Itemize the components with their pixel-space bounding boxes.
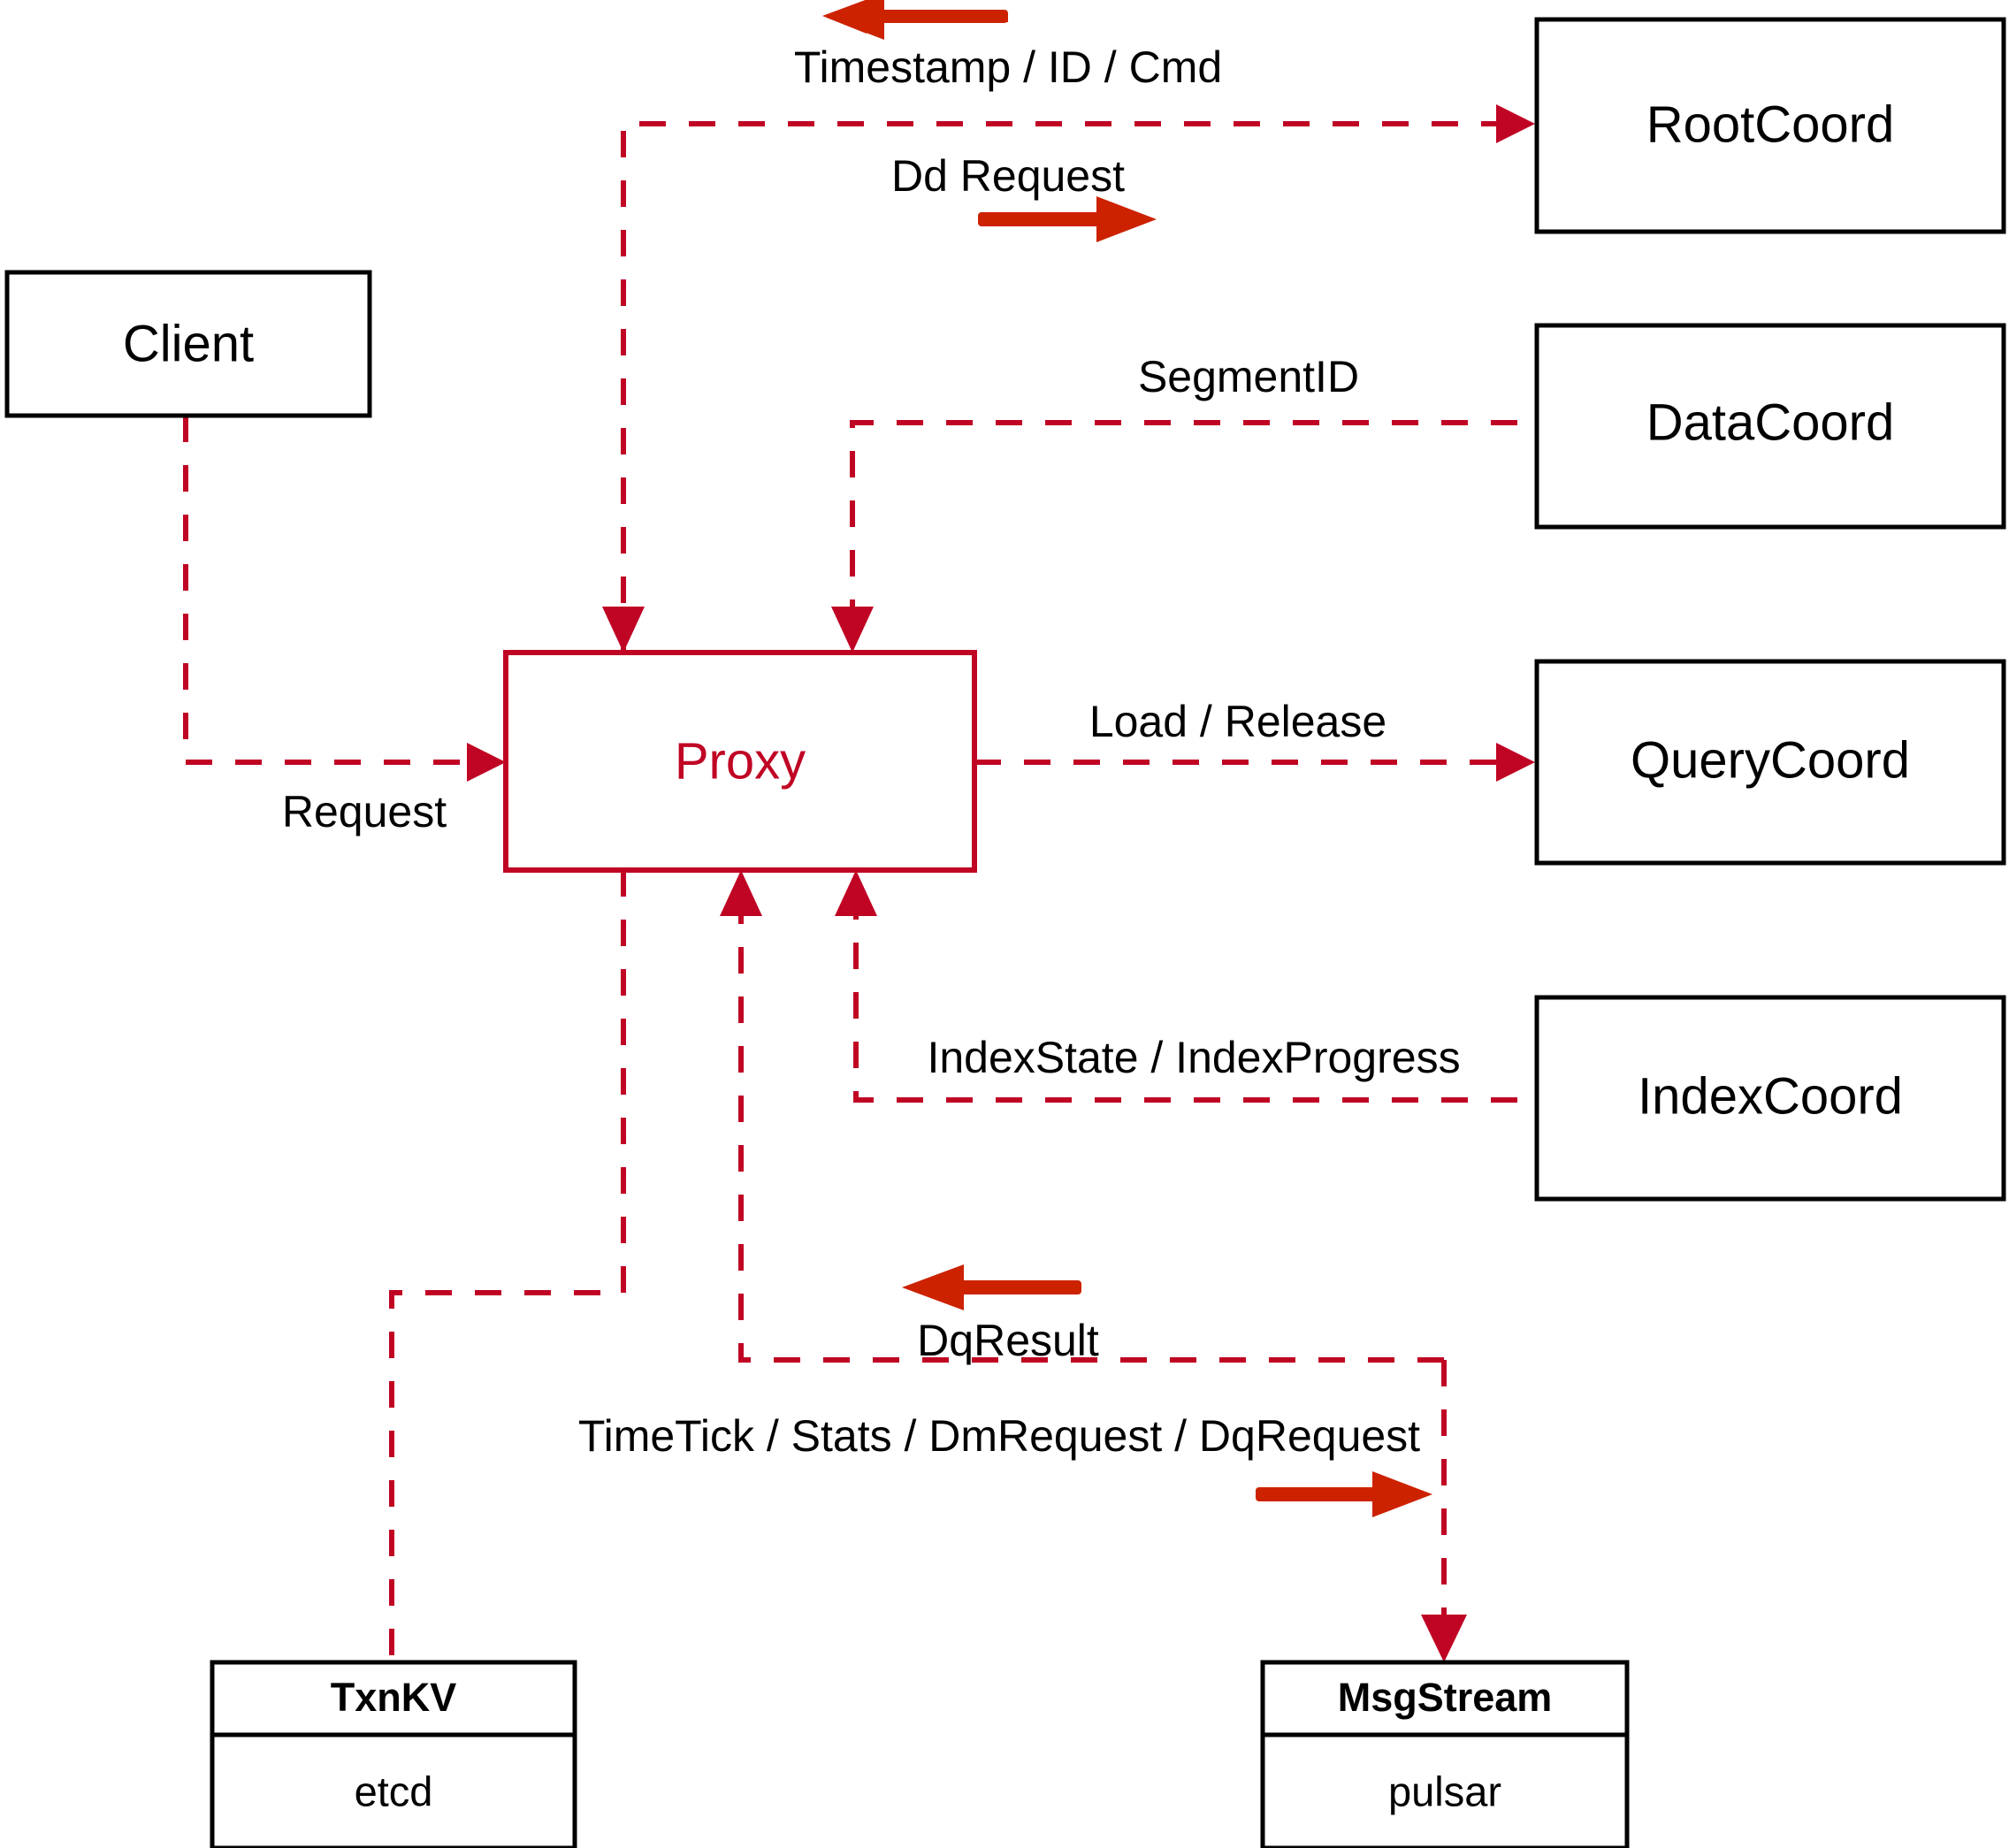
edge-load-release-arrowhead	[1496, 743, 1535, 782]
direction-arrow-dd-request	[978, 196, 1157, 242]
edge-index-state	[835, 870, 1517, 1103]
edge-request	[183, 416, 506, 782]
node-query-coord-label: QueryCoord	[1631, 731, 1910, 789]
node-index-coord-box[interactable]	[1534, 995, 2006, 1202]
edge-dq-result	[720, 870, 1444, 1363]
node-txnkv-title: TxnKV	[331, 1675, 457, 1720]
edge-label-timetick-stats: TimeTick / Stats / DmRequest / DqRequest	[578, 1411, 1420, 1461]
node-proxy[interactable]: Proxy	[503, 650, 977, 873]
node-txnkv-box[interactable]	[210, 1660, 577, 1848]
edge-dd-request	[621, 104, 1535, 653]
node-root-coord-label: RootCoord	[1646, 95, 1894, 153]
node-msgstream-title: MsgStream	[1338, 1675, 1553, 1720]
edge-timestamp-arrowhead	[602, 607, 645, 653]
node-root-coord[interactable]: RootCoord	[1534, 17, 2006, 234]
direction-arrow-timestamp	[822, 0, 1008, 40]
edge-label-segment-id: SegmentID	[1138, 352, 1359, 401]
direction-arrow-timetick	[1256, 1471, 1432, 1517]
edge-dd-request-path	[621, 121, 1517, 653]
node-proxy-label: Proxy	[675, 732, 806, 790]
direction-arrow-dq-result	[902, 1264, 1081, 1310]
edge-timetick-stats	[1421, 1360, 1467, 1662]
edge-dd-request-arrowhead	[1496, 104, 1535, 143]
edge-timetick-stats-arrowhead	[1421, 1615, 1467, 1662]
node-data-coord[interactable]: DataCoord	[1534, 323, 2006, 530]
edge-segment-id-arrowhead	[831, 607, 874, 653]
node-proxy-box[interactable]	[503, 650, 977, 873]
edge-request-path	[183, 416, 477, 765]
node-client[interactable]: Client	[4, 270, 372, 418]
node-client-label: Client	[123, 315, 254, 372]
edge-txnkv	[389, 870, 626, 1662]
edge-segment-id-path	[850, 420, 1517, 619]
node-root-coord-box[interactable]	[1534, 17, 2006, 234]
node-client-box[interactable]	[4, 270, 372, 418]
edge-load-release	[974, 743, 1535, 782]
edge-timestamp-id-cmd	[602, 607, 645, 653]
edge-index-state-path	[853, 911, 1517, 1103]
edge-index-state-arrowhead	[835, 870, 877, 916]
edge-txnkv-path	[389, 870, 626, 1662]
edge-label-dq-result: DqResult	[917, 1316, 1099, 1365]
node-txnkv[interactable]: TxnKV etcd	[210, 1660, 577, 1848]
node-msgstream-box[interactable]	[1260, 1660, 1630, 1848]
node-index-coord-label: IndexCoord	[1638, 1067, 1903, 1125]
edge-label-dd-request: Dd Request	[891, 151, 1125, 201]
node-txnkv-impl: etcd	[355, 1768, 433, 1814]
edge-request-arrowhead	[467, 743, 506, 782]
node-msgstream-impl: pulsar	[1388, 1768, 1501, 1814]
node-data-coord-box[interactable]	[1534, 323, 2006, 530]
edge-dq-result-path	[738, 911, 1444, 1363]
edge-segment-id	[831, 420, 1517, 653]
edge-label-load-release: Load / Release	[1089, 697, 1386, 746]
node-query-coord-box[interactable]	[1534, 659, 2006, 866]
edge-label-request: Request	[282, 787, 447, 836]
node-query-coord[interactable]: QueryCoord	[1534, 659, 2006, 866]
node-index-coord[interactable]: IndexCoord	[1534, 995, 2006, 1202]
edge-label-index-state: IndexState / IndexProgress	[927, 1033, 1460, 1082]
edge-label-timestamp-id-cmd: Timestamp / ID / Cmd	[794, 42, 1222, 92]
edge-dq-result-arrowhead	[720, 870, 762, 916]
node-data-coord-label: DataCoord	[1646, 393, 1894, 451]
node-msgstream[interactable]: MsgStream pulsar	[1260, 1660, 1630, 1848]
